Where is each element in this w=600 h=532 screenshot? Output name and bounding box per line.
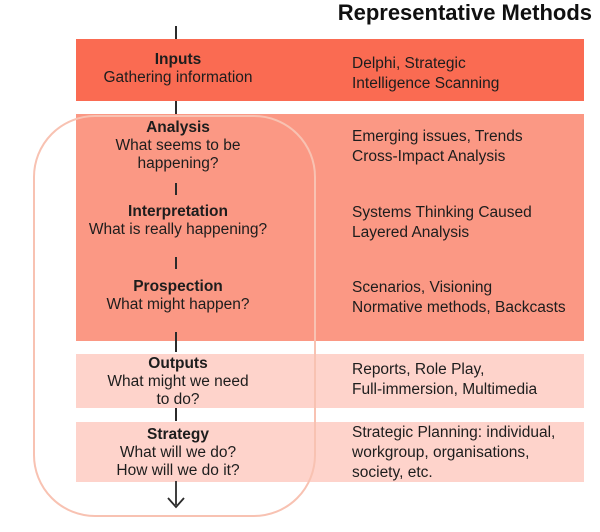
stage-outputs: Outputs What might we need to do? (77, 355, 279, 409)
methods-inputs: Delphi, Strategic Intelligence Scanning (352, 54, 590, 94)
stage-description: What is really happening? (88, 221, 268, 238)
down-arrow-icon (167, 481, 185, 509)
stage-description: What might we need (107, 373, 249, 390)
methods-interpretation: Systems Thinking Caused Layered Analysis (352, 203, 590, 243)
stage-prospection: Prospection What might happen? (77, 278, 279, 314)
method-line: Scenarios, Visioning (352, 279, 493, 296)
connector-inputs-analysis (175, 101, 177, 114)
method-line: Strategic Planning: individual, (352, 424, 556, 441)
methods-outputs: Reports, Role Play, Full-immersion, Mult… (352, 360, 590, 400)
connector-outputs-strategy (175, 408, 177, 421)
stage-label: Analysis (146, 119, 210, 136)
methods-strategy: Strategic Planning: individual, workgrou… (352, 423, 590, 483)
band-analytic-core (76, 114, 584, 341)
stage-inputs: Inputs Gathering information (77, 51, 279, 87)
diagram-title: Representative Methods (337, 0, 592, 25)
method-line: Systems Thinking Caused (352, 204, 532, 221)
method-line: Reports, Role Play, (352, 361, 485, 378)
method-line: Cross-Impact Analysis (352, 148, 506, 165)
connector-interpretation-prospection (175, 257, 177, 269)
stage-label: Interpretation (128, 203, 228, 220)
connector-analysis-interpretation (175, 183, 177, 195)
methods-prospection: Scenarios, Visioning Normative methods, … (352, 278, 590, 318)
stage-analysis: Analysis What seems to be happening? (77, 119, 279, 173)
stage-description: What might happen? (106, 296, 250, 313)
method-line: Emerging issues, Trends (352, 128, 523, 145)
method-line: Full-immersion, Multimedia (352, 381, 538, 398)
stage-label: Prospection (133, 278, 223, 295)
stage-strategy: Strategy What will we do? How will we do… (77, 426, 279, 480)
foresight-frame-outline (33, 115, 316, 517)
stage-description: What will we do? (119, 444, 237, 461)
method-line: Intelligence Scanning (352, 75, 500, 92)
method-line: Layered Analysis (352, 224, 470, 241)
method-line: Normative methods, Backcasts (352, 299, 566, 316)
method-line: society, etc. (352, 464, 433, 481)
method-line: workgroup, organisations, (352, 444, 530, 461)
stage-interpretation: Interpretation What is really happening? (77, 203, 279, 239)
band-outputs (76, 354, 584, 408)
stage-description: to do? (156, 391, 200, 408)
stage-label: Outputs (148, 355, 208, 372)
methods-analysis: Emerging issues, Trends Cross-Impact Ana… (352, 127, 590, 167)
stage-label: Inputs (154, 51, 202, 68)
stage-description: Gathering information (103, 69, 253, 86)
stage-description: happening? (137, 155, 219, 172)
connector-line-top (175, 26, 177, 39)
band-strategy (76, 422, 584, 482)
stage-description: What seems to be (115, 137, 241, 154)
band-inputs (76, 39, 584, 101)
stage-description: How will we do it? (116, 462, 240, 479)
stage-label: Strategy (146, 426, 210, 443)
connector-prospection-outputs (175, 332, 177, 352)
method-line: Delphi, Strategic (352, 55, 466, 72)
